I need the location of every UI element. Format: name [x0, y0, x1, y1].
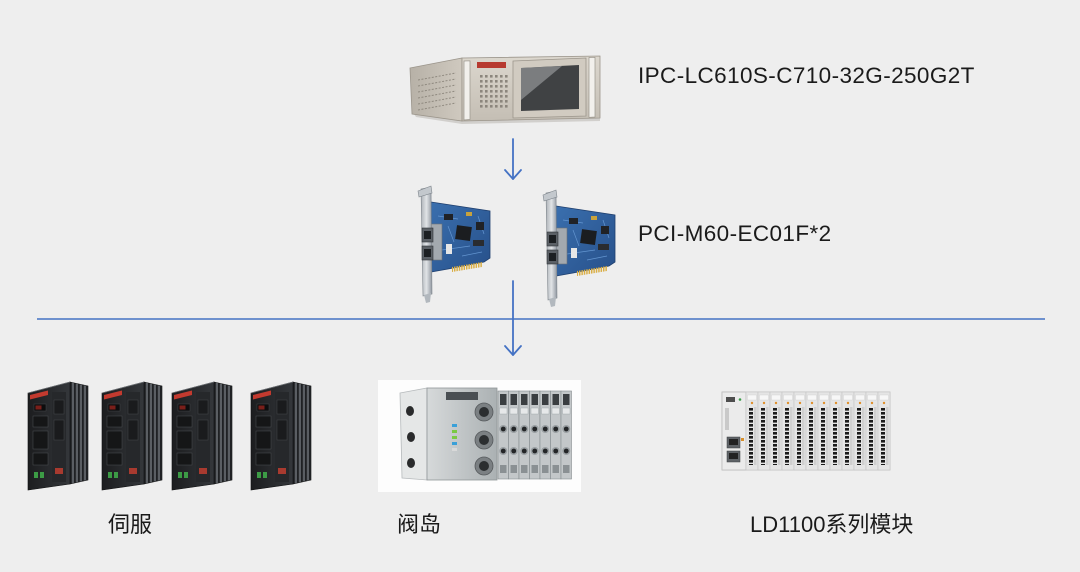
industrial-pc-chassis: [409, 55, 601, 124]
mounting-hole: [407, 432, 415, 442]
chassis-side-panel: [409, 57, 463, 122]
left-handle: [463, 60, 471, 121]
io-slice: [865, 391, 879, 471]
pci-card-label: PCI-M60-EC01F*2: [638, 221, 832, 246]
pci-card-1: [417, 185, 491, 304]
servo-label: 伺服: [108, 512, 152, 537]
io-slice: [769, 391, 783, 471]
valve-slice: [518, 390, 530, 480]
servo-drive-2: [101, 381, 163, 491]
io-slice: [757, 391, 771, 471]
io-coupler-head: [721, 391, 747, 471]
servo-drive-4: [250, 381, 312, 491]
chassis-shadow: [414, 114, 600, 124]
mounting-hole: [407, 458, 415, 468]
io-module-label: LD1100系列模块: [750, 512, 913, 537]
io-slice: [841, 391, 855, 471]
valve-island-label: 阀岛: [397, 512, 441, 537]
valve-slice: [508, 390, 520, 480]
valve-slice: [539, 390, 551, 480]
servo-drive-3: [171, 381, 233, 491]
io-slice: [853, 391, 867, 471]
io-slice: [877, 391, 891, 471]
io-slice: [829, 391, 843, 471]
rj45-port: [726, 436, 741, 449]
status-leds: [452, 424, 457, 451]
io-slice: [781, 391, 795, 471]
valve-slice: [550, 390, 562, 480]
io-module-assembly: [721, 391, 891, 471]
m12-connector: [474, 430, 494, 450]
valve-slice: [560, 390, 572, 480]
brand-label: [477, 62, 506, 68]
mounting-hole: [406, 406, 414, 416]
servo-drive-1: [27, 381, 89, 491]
module-nameplate: [446, 392, 478, 400]
arrow-pci-card-to-devices: [504, 280, 522, 356]
ipc-model-label: IPC-LC610S-C710-32G-250G2T: [638, 63, 975, 88]
io-slice: [745, 391, 759, 471]
io-slice: [817, 391, 831, 471]
arrow-ipc-to-pci-card: [504, 138, 522, 180]
m12-connector: [474, 402, 494, 422]
io-slice: [793, 391, 807, 471]
side-vents: [417, 72, 457, 111]
right-handle: [588, 56, 596, 118]
valve-island: [378, 380, 581, 492]
rj45-port: [726, 450, 741, 463]
window-reflection: [521, 66, 562, 100]
io-slice: [805, 391, 819, 471]
pci-card-2: [542, 189, 616, 308]
front-vent-grid: [480, 74, 508, 110]
valve-slice: [529, 390, 541, 480]
servo-drive-group: [27, 381, 312, 491]
m12-connector: [474, 456, 494, 476]
valve-slice: [497, 390, 509, 480]
